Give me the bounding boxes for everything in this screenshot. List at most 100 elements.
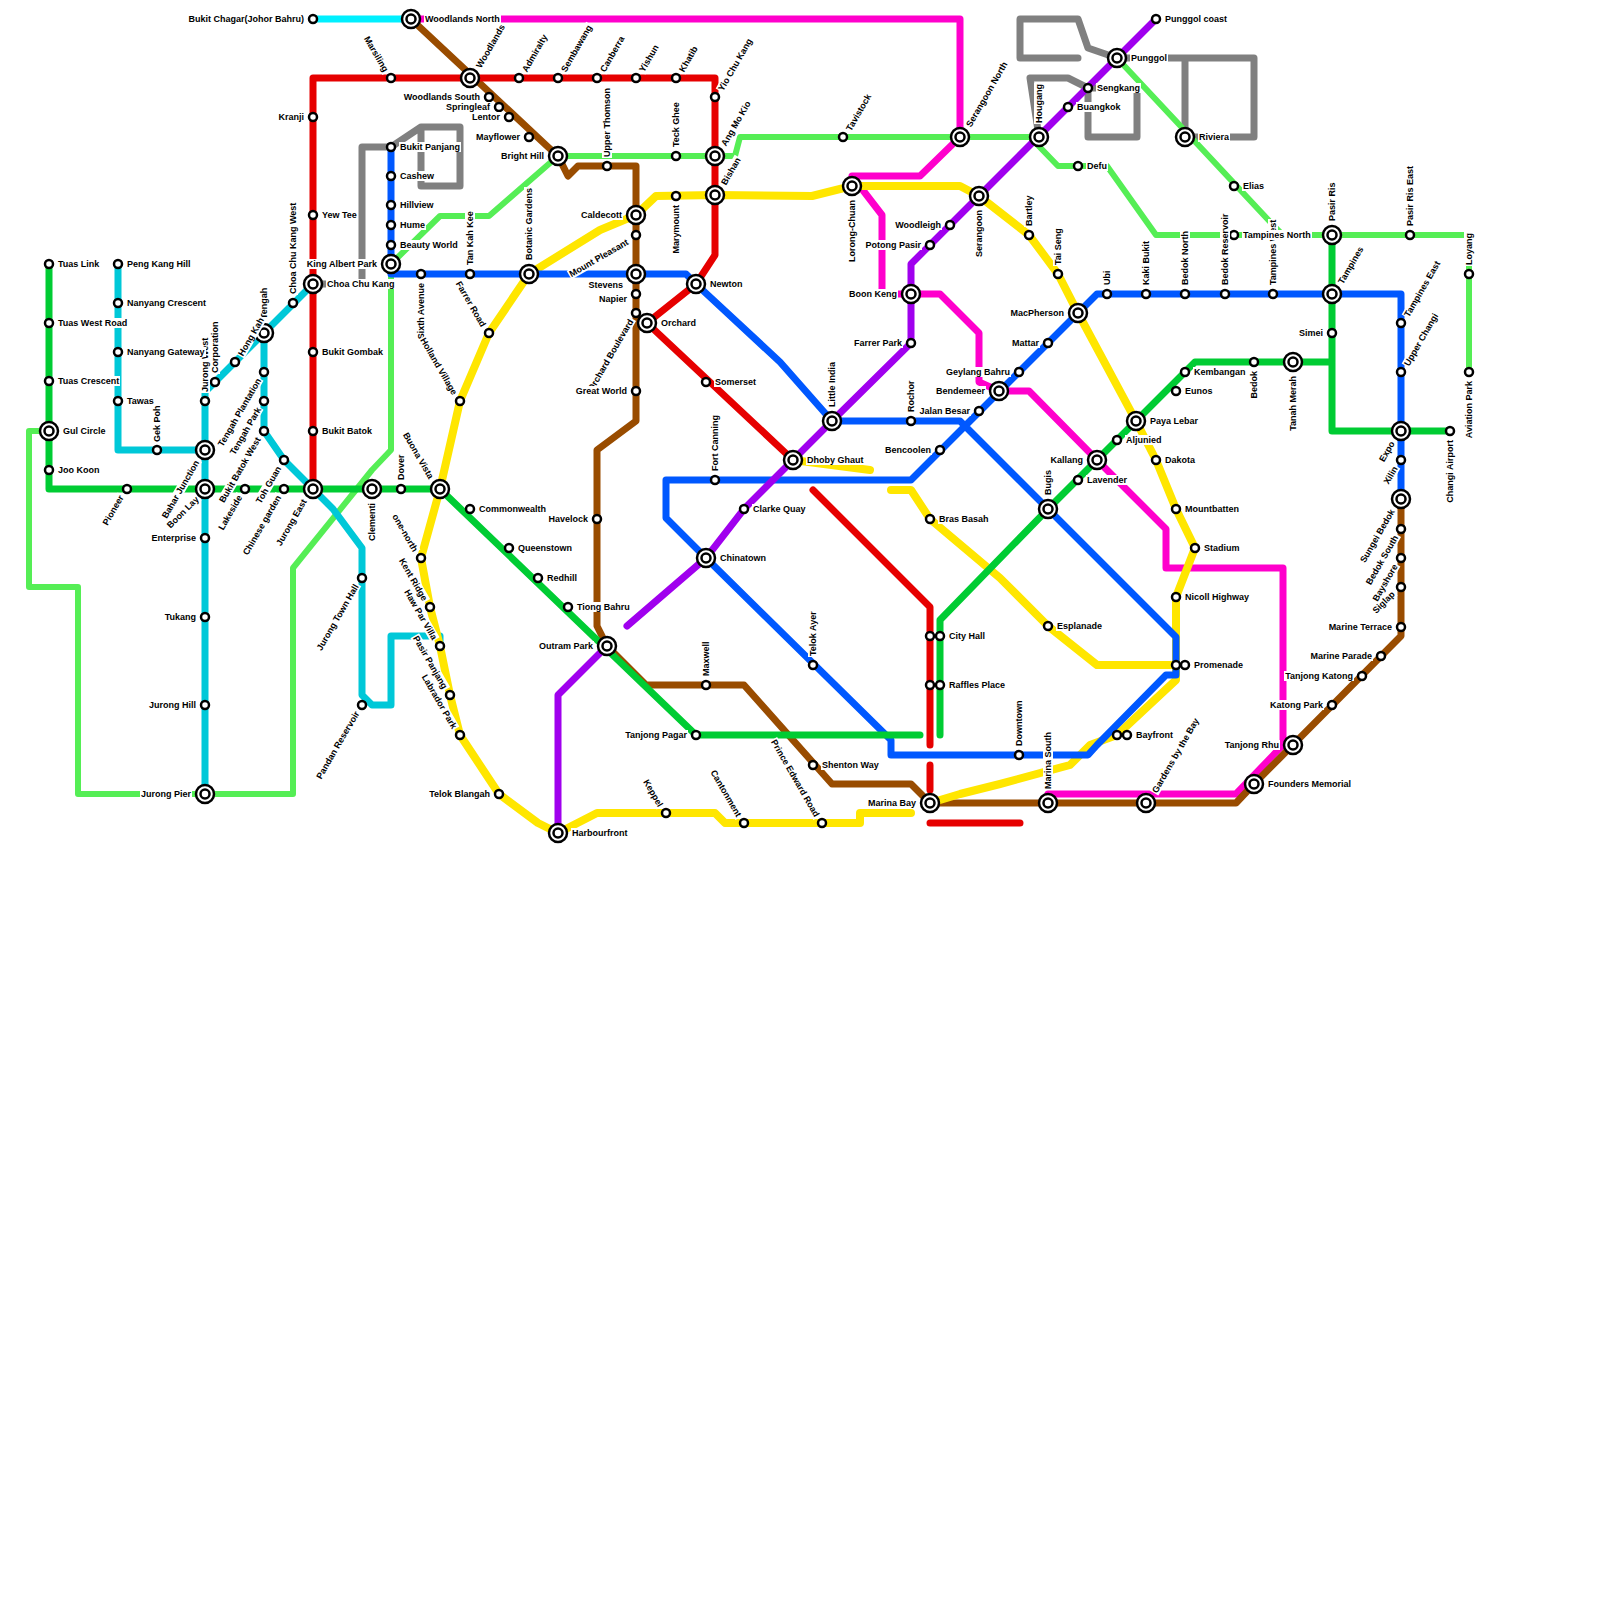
station-label: Hong Kah [235, 315, 266, 359]
station-marker [114, 397, 122, 405]
station-marker [1108, 49, 1126, 67]
station-label: Clarke Quay [752, 504, 807, 514]
station-marker [114, 348, 122, 356]
station-label: Tuas Crescent [57, 376, 120, 386]
station-marker [201, 534, 209, 542]
station-label: Tampines West [1268, 219, 1278, 286]
station-label: Outram Park [538, 641, 594, 651]
station-marker [926, 632, 934, 640]
station-marker [1328, 290, 1337, 299]
station-marker [407, 15, 416, 24]
station-marker [114, 299, 122, 307]
station-label: Gek Poh [152, 404, 162, 443]
station-label: Bedok North [1180, 230, 1190, 286]
station-label: Khatib [676, 43, 700, 74]
station-marker [603, 162, 611, 170]
station-marker [495, 790, 503, 798]
station-marker [1088, 451, 1106, 469]
station-marker [1284, 353, 1302, 371]
station-label: Corporation [210, 321, 220, 375]
station-marker [1465, 368, 1473, 376]
station-label: Marine Parade [1309, 651, 1373, 661]
station-label: Tanjong Pagar [624, 730, 688, 740]
station-marker [260, 427, 268, 435]
station-marker [446, 691, 454, 699]
station-marker [358, 574, 366, 582]
station-label: Bright Hill [500, 151, 545, 161]
station-label: Paya Lebar [1149, 416, 1199, 426]
station-label: Jurong Pier [140, 789, 192, 799]
station-marker [1084, 84, 1092, 92]
station-marker [1103, 290, 1111, 298]
station-marker [1181, 290, 1189, 298]
station-label: Xilin [1381, 464, 1400, 487]
station-marker [818, 819, 826, 827]
station-label: Sembawang [558, 22, 594, 74]
station-label: Havelock [547, 514, 589, 524]
station-label: Jurong Hill [148, 700, 197, 710]
station-label: Pasir Ris [1327, 181, 1337, 222]
station-label: Boon Keng [848, 289, 898, 299]
station-marker [1406, 231, 1414, 239]
station-label: Sengkang [1096, 83, 1141, 93]
station-marker [231, 358, 239, 366]
extra-stations [936, 632, 1189, 739]
station-marker [1397, 525, 1405, 533]
station-marker [260, 368, 268, 376]
station-marker [706, 186, 724, 204]
station-marker [926, 515, 934, 523]
station-label: Cashew [399, 171, 435, 181]
station-marker [1328, 701, 1336, 709]
station-marker [1137, 794, 1155, 812]
station-marker [1446, 427, 1454, 435]
station-label: Stadium [1203, 543, 1241, 553]
station-marker [1074, 476, 1082, 484]
station-marker [706, 147, 724, 165]
station-marker [946, 221, 954, 229]
station-marker [975, 407, 983, 415]
station-marker [515, 74, 523, 82]
station-marker [1397, 623, 1405, 631]
station-marker [970, 187, 988, 205]
station-marker [936, 446, 944, 454]
station-label: Caldecott [580, 210, 623, 220]
station-label: Choa Chu Kang [326, 279, 396, 289]
station-marker [1392, 490, 1410, 508]
station-marker [740, 505, 748, 513]
station-label: Woodleigh [894, 220, 942, 230]
station-label: Nicoll Highway [1184, 592, 1250, 602]
station-marker [1465, 270, 1473, 278]
station-label: Clementi [367, 502, 377, 542]
station-marker [309, 485, 318, 494]
station-marker [632, 231, 640, 239]
station-label: Hume [399, 220, 426, 230]
station-label: Marina South [1043, 731, 1053, 790]
station-marker [1044, 622, 1052, 630]
station-marker [1221, 290, 1229, 298]
station-marker [309, 15, 317, 23]
station-label: Mount Pleasant [567, 237, 631, 280]
station-label: Bedok [1249, 370, 1259, 400]
station-marker [1172, 593, 1180, 601]
station-label: Bendemeer [935, 386, 986, 396]
station-label: Marsiling [361, 33, 390, 74]
station-marker [1152, 15, 1160, 23]
station-marker [387, 241, 395, 249]
station-label: Punggol coast [1164, 14, 1228, 24]
station-label: Pioneer [100, 493, 126, 528]
station-label: Marina Bay [867, 798, 917, 808]
station-marker [951, 128, 969, 146]
station-marker [1250, 780, 1259, 789]
station-marker [123, 485, 131, 493]
station-label: Bukit Panjang [399, 142, 461, 152]
station-marker [632, 270, 641, 279]
station-marker [662, 809, 670, 817]
station-label: Bencoolen [884, 445, 932, 455]
station-label: Tuas Link [57, 259, 100, 269]
station-marker [114, 260, 122, 268]
station-label: Great World [575, 386, 628, 396]
station-marker [1069, 304, 1087, 322]
station-marker [593, 515, 601, 523]
